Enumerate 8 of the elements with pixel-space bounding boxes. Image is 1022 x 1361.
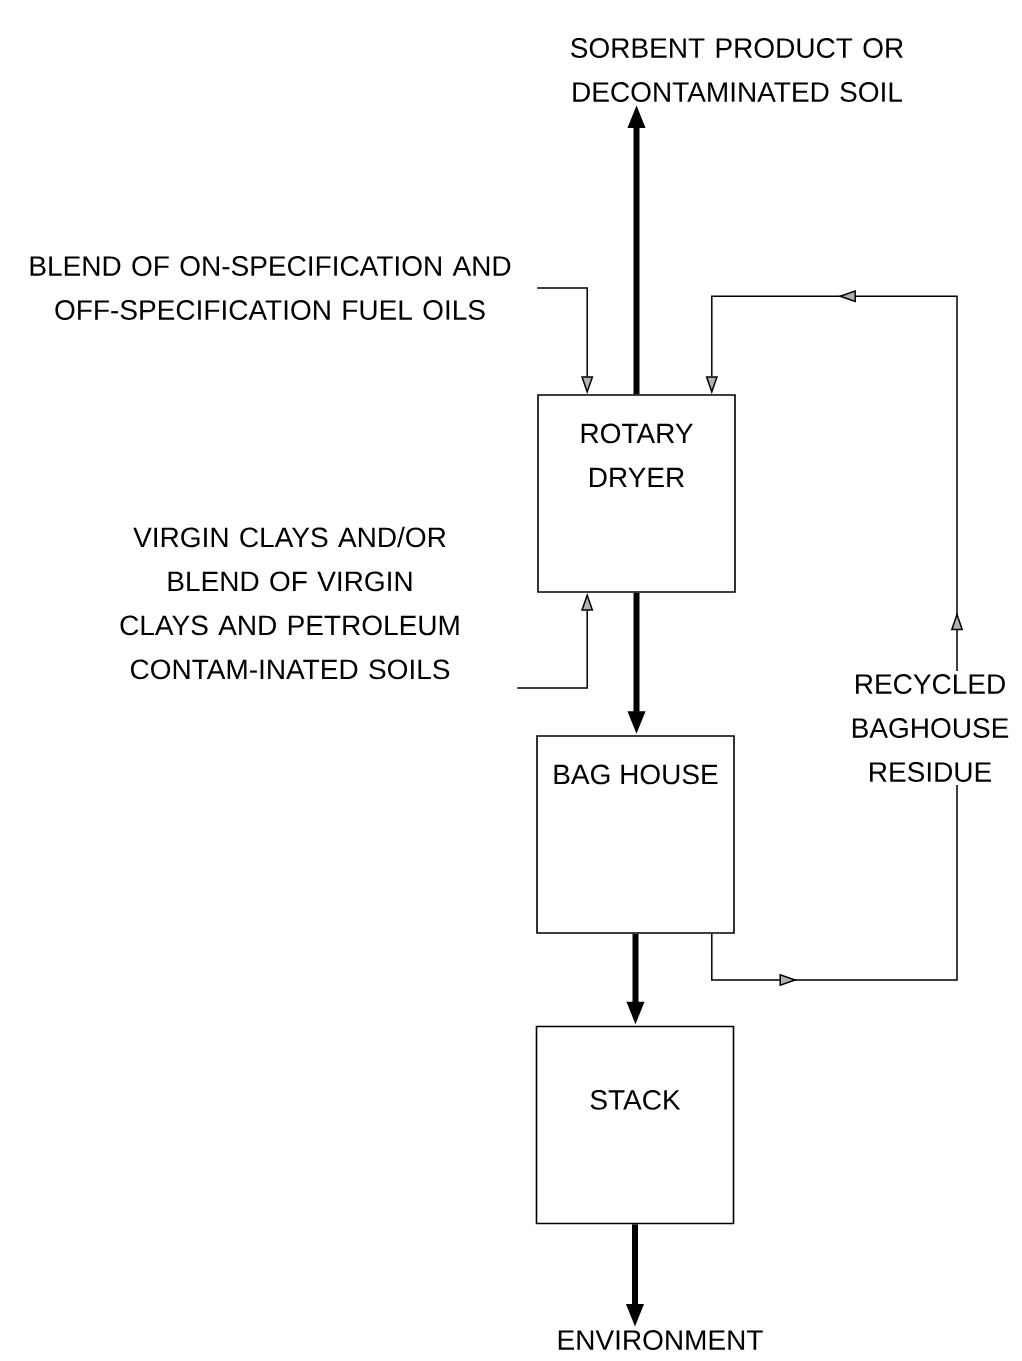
- process-box: BAG HOUSE: [536, 735, 735, 934]
- edge-label: RECYCLED BAGHOUSE RESIDUE: [832, 671, 1022, 785]
- flow-label: ENVIRONMENT: [558, 1330, 763, 1350]
- flow-label: BLEND OF ON-SPECIFICATION AND OFF-SPECIFICATION FUEL OILS: [30, 256, 511, 320]
- flow-label: VIRGIN CLAYS AND/OR BLEND OF VIRGIN CLAYS AND PETROLEUM CONTAM-INATED SOILS: [120, 526, 459, 680]
- process-box: STACK: [535, 1025, 735, 1225]
- flow-label: SORBENT PRODUCT OR DECONTAMINATED SOIL: [571, 38, 903, 102]
- process-box: ROTARY DRYER: [537, 394, 736, 593]
